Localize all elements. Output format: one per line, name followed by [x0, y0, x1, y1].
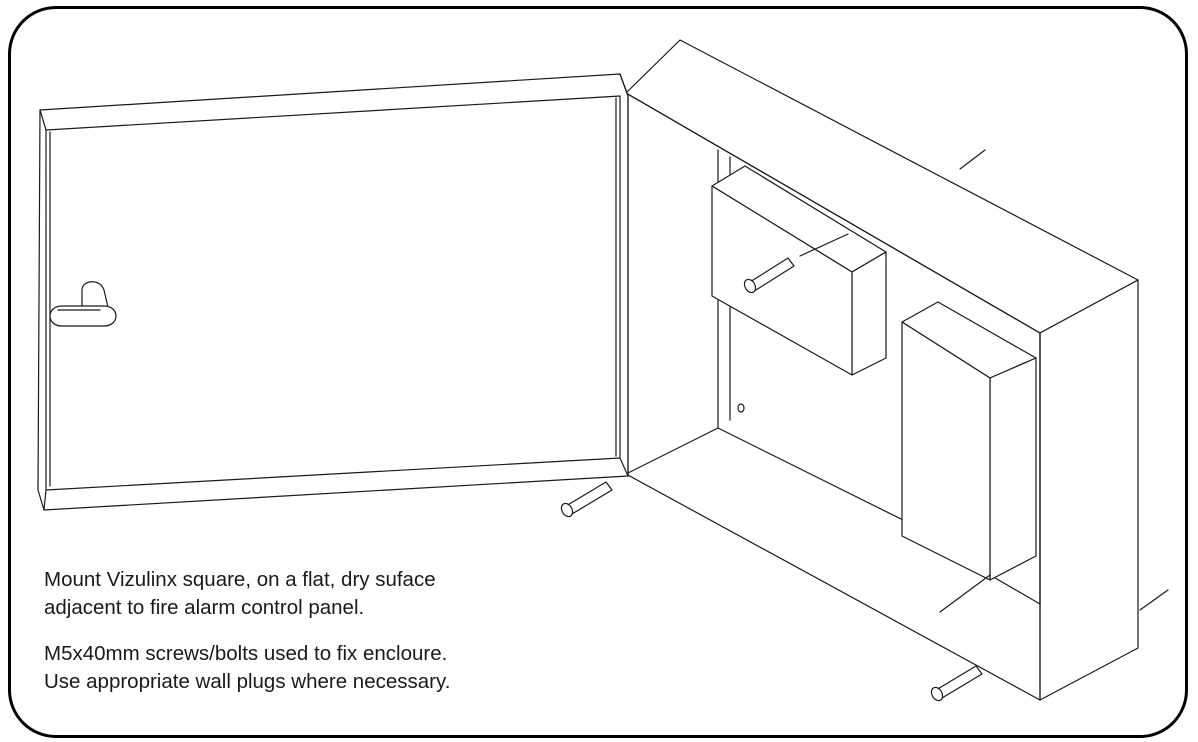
alignment-line-upper — [799, 233, 849, 257]
alignment-line-lower — [939, 574, 991, 613]
mounting-instruction: Mount Vizulinx square, on a flat, dry su… — [44, 566, 436, 622]
psu-module-box — [901, 301, 1037, 581]
wall-line-lower — [1139, 589, 1169, 611]
fixing-instruction: M5x40mm screws/bolts used to fix enclour… — [44, 640, 450, 696]
enclosure-body — [625, 39, 1139, 701]
mounting-hole — [737, 403, 745, 413]
enclosure-door — [37, 73, 629, 511]
screw-middle — [560, 481, 613, 518]
screw-upper — [743, 257, 795, 294]
screw-lower — [930, 665, 983, 702]
fixing-instruction-line-2: Use appropriate wall plugs where necessa… — [44, 670, 451, 693]
wall-line-upper — [959, 149, 986, 170]
mounting-instruction-line-1: Mount Vizulinx square, on a flat, dry su… — [44, 568, 436, 591]
upper-module-box — [711, 165, 887, 376]
fixing-instruction-line-1: M5x40mm screws/bolts used to fix enclour… — [44, 642, 448, 665]
mounting-instruction-line-2: adjacent to fire alarm control panel. — [44, 596, 365, 619]
door-latch-handle — [49, 281, 117, 327]
